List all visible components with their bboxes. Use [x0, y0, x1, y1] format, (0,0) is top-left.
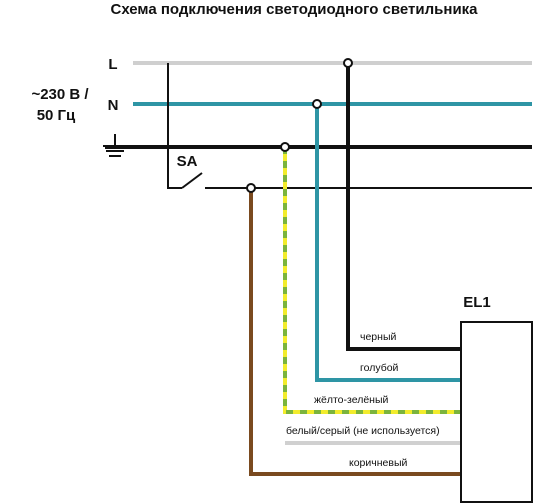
node-ground [280, 142, 290, 152]
lamp-box [460, 321, 533, 503]
wire-label-blue: голубой [360, 362, 399, 374]
switch-feed-wire [167, 63, 182, 189]
wire-label-yellow-green: жёлто-зелёный [314, 394, 389, 406]
switch-blade [181, 172, 203, 189]
wire-label-brown: коричневый [349, 457, 407, 469]
diagram-title: Схема подключения светодиодного светильн… [110, 1, 478, 18]
switch-label: SA [177, 153, 198, 170]
node-l [343, 58, 353, 68]
wire-black [346, 63, 462, 351]
label-l: L [108, 56, 117, 73]
label-n: N [108, 97, 119, 114]
wire-label-white-gray: белый/серый (не используется) [286, 425, 440, 437]
node-n [312, 99, 322, 109]
wire-label-black: черный [360, 331, 396, 343]
wire-yellow-green-stripes [283, 147, 462, 414]
wire-blue [315, 104, 462, 382]
supply-frequency: 50 Гц [37, 107, 76, 124]
wire-brown [249, 188, 462, 476]
node-switched [246, 183, 256, 193]
lamp-label: EL1 [463, 294, 491, 311]
supply-voltage: ~230 В / [31, 86, 89, 103]
